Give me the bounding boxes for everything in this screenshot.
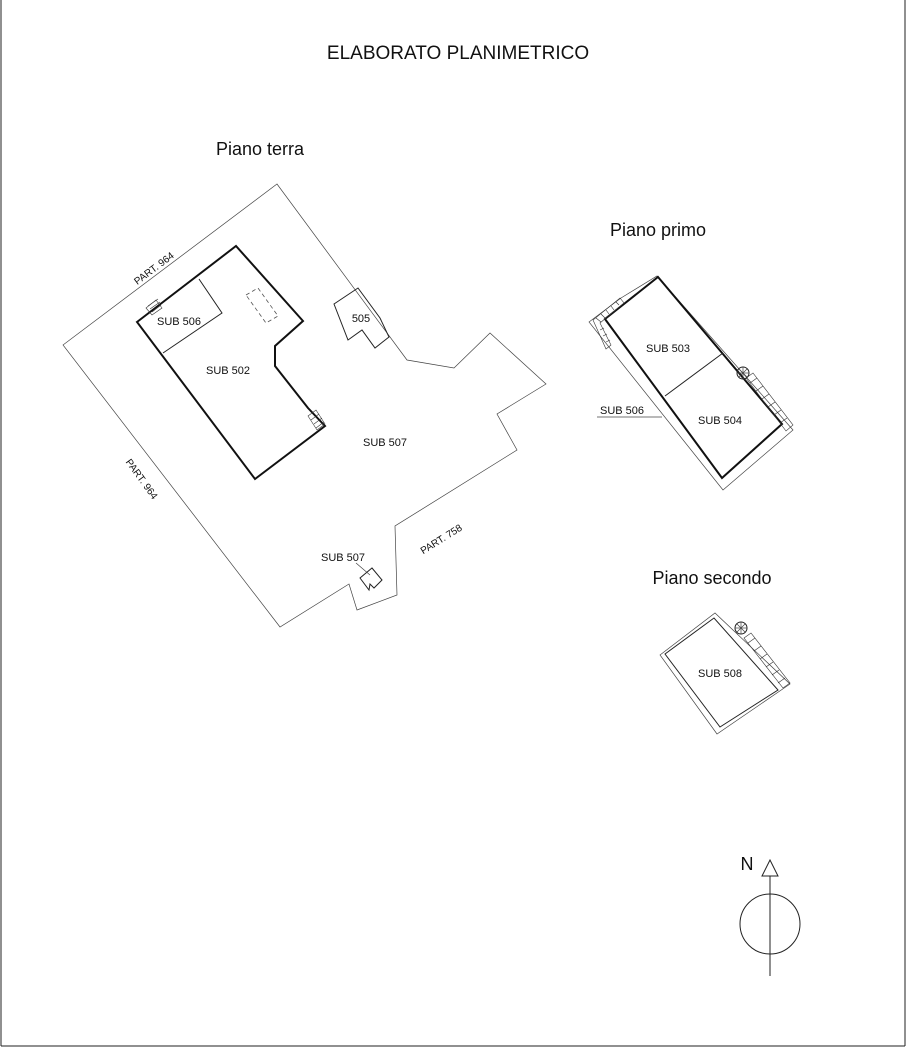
ground-floor-label: Piano terra	[216, 139, 305, 159]
label-part-964-top: PART. 964	[132, 250, 176, 287]
label-505: 505	[352, 313, 370, 325]
sub-506-partition	[162, 278, 223, 354]
second-floor-stair-hatch	[743, 632, 791, 689]
sub-507-leader	[355, 562, 371, 576]
label-sub-508: SUB 508	[698, 668, 742, 680]
north-label: N	[741, 854, 754, 874]
partition-503-504	[664, 352, 724, 397]
label-sub-507-main: SUB 507	[363, 437, 407, 449]
label-sub-506-first: SUB 506	[600, 405, 644, 417]
label-sub-502: SUB 502	[206, 365, 250, 377]
label-part-964-left: PART. 964	[123, 457, 160, 502]
ground-lot-boundary	[62, 183, 547, 628]
second-floor-outline	[659, 612, 791, 735]
first-floor-terrace-outline	[588, 275, 794, 491]
second-floor-spiral-stair-icon	[734, 621, 748, 635]
building-505	[333, 287, 390, 349]
north-arrow-icon	[739, 858, 801, 976]
drawing-title: ELABORATO PLANIMETRICO	[327, 43, 589, 64]
label-sub-504: SUB 504	[698, 415, 742, 427]
stair-hatch-506	[145, 298, 163, 316]
first-floor-east-stair-hatch	[745, 372, 794, 432]
first-floor-spiral-stair-icon	[736, 366, 750, 380]
second-floor-label: Piano secondo	[652, 568, 771, 588]
first-floor-west-balcony-hatch	[592, 297, 625, 350]
dashed-internal-element	[245, 287, 279, 324]
building-sub-503-504	[603, 275, 784, 480]
building-sub-502	[135, 244, 327, 481]
small-structure-sub-507	[359, 567, 383, 592]
building-sub-508	[664, 617, 779, 728]
label-sub-503: SUB 503	[646, 343, 690, 355]
label-sub-506-ground: SUB 506	[157, 316, 201, 328]
label-part-758: PART. 758	[419, 523, 465, 557]
label-sub-507-small: SUB 507	[321, 552, 365, 564]
first-floor-label: Piano primo	[610, 220, 706, 240]
stair-hatch-502	[307, 409, 326, 431]
